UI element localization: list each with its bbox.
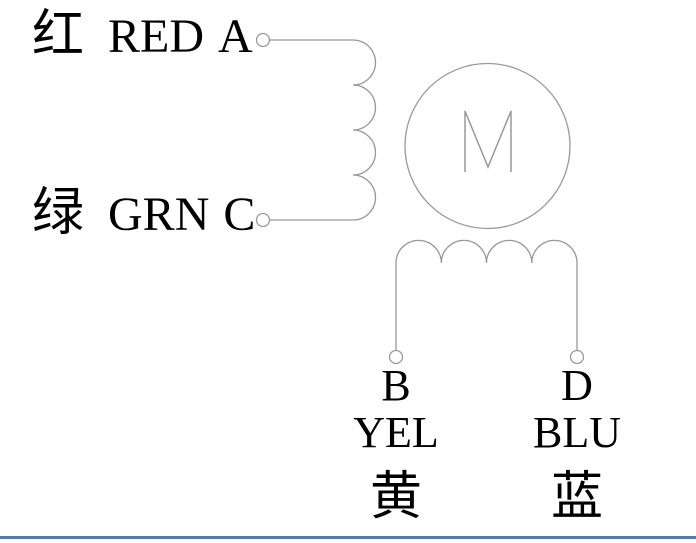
terminal-c-dot [255, 212, 271, 228]
coil-phase-bd [395, 239, 578, 351]
label-row-phase-c: 绿 GRN C [32, 188, 255, 240]
wire-color-cn-green: 绿 [32, 185, 85, 242]
terminal-letter-a: A [218, 10, 253, 63]
wire-color-en-blue: BLU [533, 408, 621, 457]
wire-color-cn-red: 红 [32, 7, 85, 64]
wire-color-en-yellow: YEL [353, 408, 439, 457]
wire-color-en-red: RED [108, 10, 205, 63]
wire-color-cn-yellow: 黄 [369, 469, 422, 526]
coil-phase-ac [352, 39, 377, 221]
wire-color-en-green: GRN [108, 188, 210, 241]
terminal-letter-b: B [381, 361, 411, 410]
wire-color-cn-blue: 蓝 [550, 469, 603, 526]
label-row-phase-a: 红 RED A [32, 10, 253, 62]
terminal-d-dot [569, 349, 585, 365]
label-column-phase-d: D BLU 蓝 [527, 364, 627, 524]
motor-circle [404, 62, 571, 230]
terminal-letter-c: C [223, 188, 256, 241]
motor-letter-m [464, 110, 512, 172]
terminal-letter-d: D [561, 361, 593, 410]
motor-letter-m-stroke [464, 110, 512, 172]
terminal-a-dot [255, 32, 271, 48]
bottom-border-bar [0, 536, 696, 539]
terminal-b-dot [388, 349, 404, 365]
label-column-phase-b: B YEL 黄 [346, 364, 446, 524]
